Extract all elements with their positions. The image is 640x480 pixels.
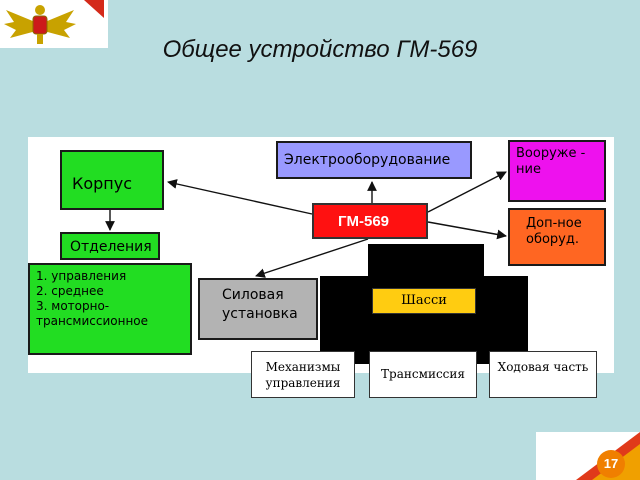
otdeleniya-list-box: 1. управления 2. среднее 3. моторно- тра…	[28, 263, 192, 355]
mechanisms-box: Механизмы управления	[251, 351, 355, 398]
eagle-emblem-icon	[4, 5, 76, 44]
shassi-block-top	[368, 244, 484, 280]
page-number: 17	[603, 456, 619, 471]
vooruzhenie-box: Вооруже - ние	[508, 140, 606, 202]
dop-oborudovanie-label-line2: оборуд.	[526, 232, 579, 247]
mechanisms-label-line2: управления	[265, 376, 341, 390]
otdeleniya-item: 3. моторно-	[36, 299, 110, 313]
otdeleniya-label: Отделения	[70, 239, 152, 255]
hodovaya-label-line2: часть	[553, 360, 589, 374]
hodovaya-box: Ходовая часть	[489, 351, 597, 398]
emblem-logo	[0, 0, 108, 48]
otdeleniya-item: 1. управления	[36, 269, 127, 283]
dop-oborudovanie-box: Доп-ное оборуд.	[508, 208, 606, 266]
shassi-label: Шасси	[401, 293, 447, 308]
korpus-label: Корпус	[72, 174, 133, 193]
page-number-badge: 17	[597, 450, 625, 478]
vooruzhenie-label-line2: ние	[516, 162, 541, 177]
silovaya-ustanovka-box: Силовая установка	[198, 278, 318, 340]
mechanisms-label-line1: Механизмы	[265, 360, 341, 374]
gm-569-center-box: ГМ-569	[312, 203, 428, 239]
corner-decoration-bottom	[536, 432, 640, 480]
slide-title: Общее устройство ГМ-569	[162, 36, 478, 63]
korpus-box: Корпус	[60, 150, 164, 210]
transmission-label: Трансмиссия	[381, 367, 465, 381]
corner-decoration-top	[84, 0, 104, 18]
silovaya-label-line1: Силовая	[222, 287, 284, 303]
hodovaya-label-line1: Ходовая	[497, 360, 550, 374]
otdeleniya-item: трансмиссионное	[36, 314, 149, 328]
elektrooborudovanie-box: Электрооборудование	[276, 141, 472, 179]
dop-oborudovanie-label-line1: Доп-ное	[526, 216, 582, 231]
vooruzhenie-label-line1: Вооруже -	[516, 146, 586, 161]
otdeleniya-item: 2. среднее	[36, 284, 104, 298]
otdeleniya-box: Отделения	[60, 232, 160, 260]
elektrooborudovanie-label: Электрооборудование	[284, 152, 451, 168]
silovaya-label-line2: установка	[222, 306, 298, 322]
shassi-box: Шасси	[372, 288, 476, 314]
gm-569-label: ГМ-569	[338, 213, 390, 230]
transmission-box: Трансмиссия	[369, 351, 477, 398]
